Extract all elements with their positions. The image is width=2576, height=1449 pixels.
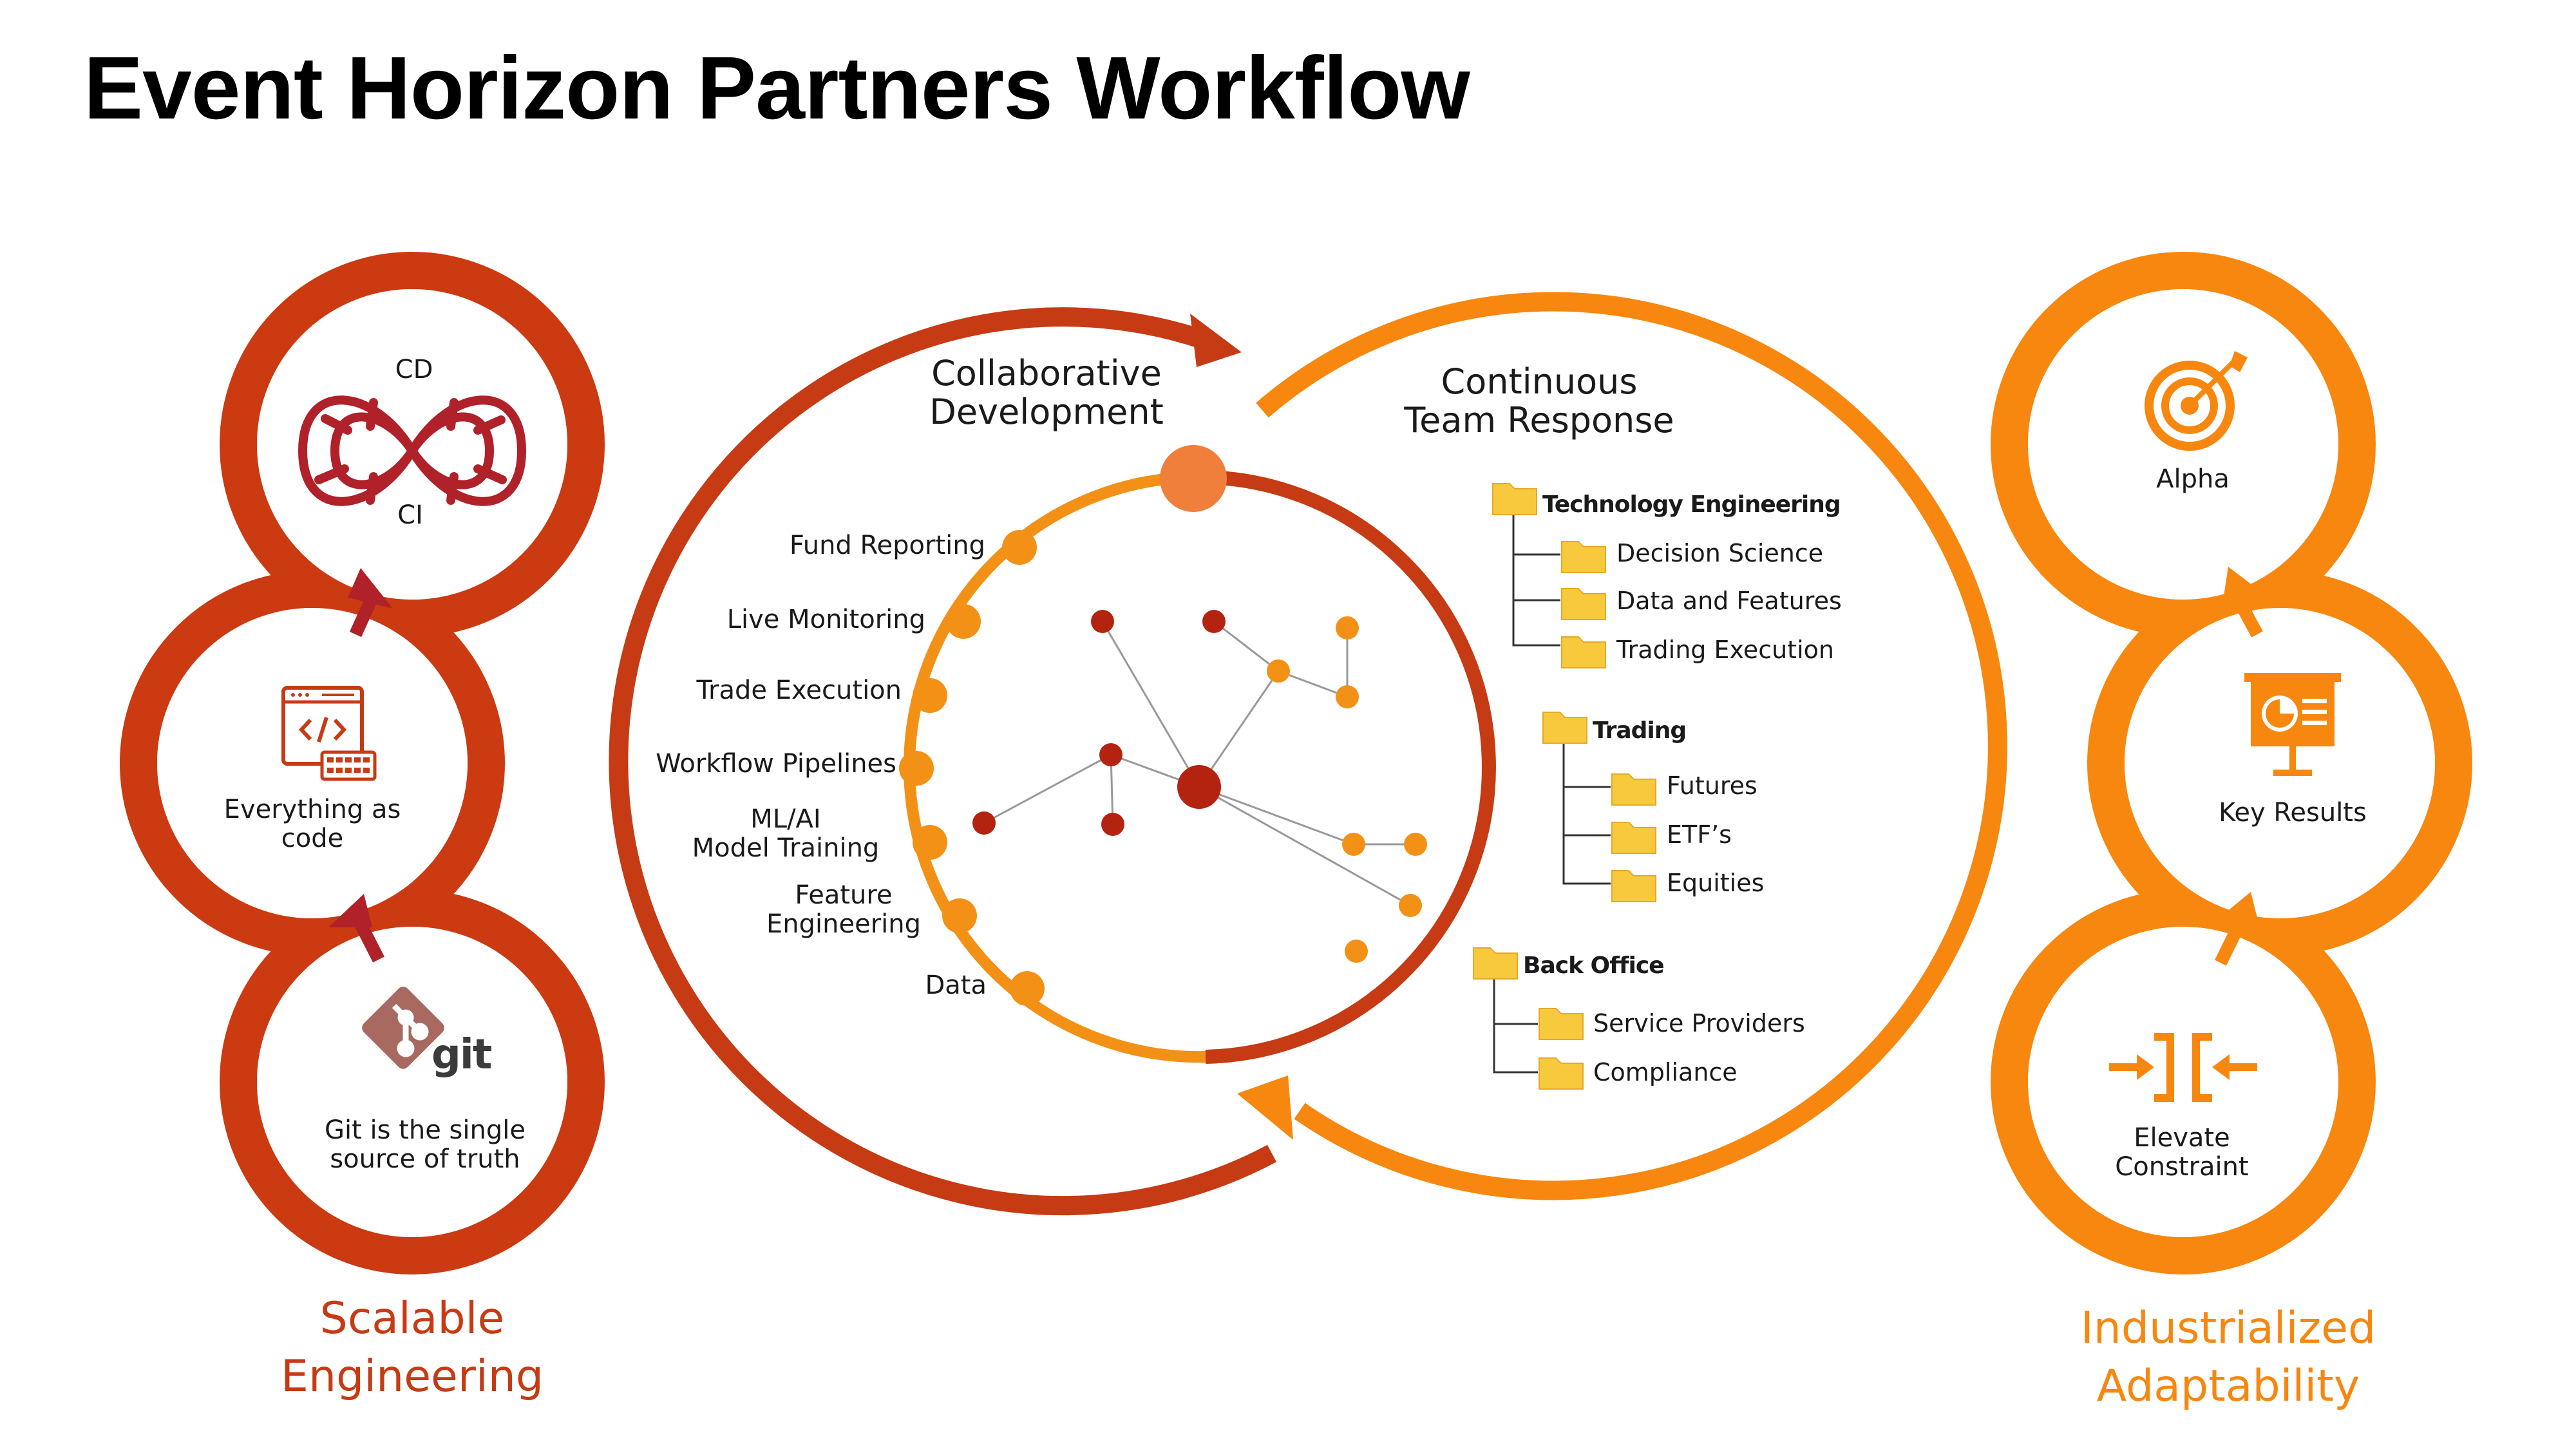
stage-dot <box>913 825 947 860</box>
stage-dot <box>913 678 947 713</box>
stage-label: Trade Execution <box>696 676 902 705</box>
up-arrow-shaft <box>2234 599 2263 638</box>
up-arrow-head <box>348 568 393 609</box>
folder-icon <box>1611 822 1656 854</box>
inner-top-node <box>1160 445 1227 512</box>
stage-dots <box>899 530 1045 1006</box>
target-icon <box>2145 351 2248 451</box>
up-arrow-head <box>2222 567 2260 609</box>
presentation-chart-icon <box>2244 673 2341 776</box>
folder-label: Trading Execution <box>1616 636 1834 664</box>
folder-icon <box>1492 483 1537 515</box>
folder-label: ETF’s <box>1667 820 1732 849</box>
folder-label-back-office: Back Office <box>1523 952 1665 979</box>
folder-icon <box>1561 541 1606 573</box>
folder-label: Data and Features <box>1616 587 1842 615</box>
folder-label-trading: Trading <box>1593 717 1687 744</box>
left-up-arrows <box>328 568 393 963</box>
network-edges <box>983 620 1416 907</box>
folder-icon <box>1542 712 1587 744</box>
git-ring <box>220 889 605 1274</box>
stage-label: Workflow Pipelines <box>656 749 896 779</box>
folder-icon <box>1539 1008 1584 1040</box>
inner-cycle <box>903 445 1497 1064</box>
page-title: Event Horizon Partners Workflow <box>84 39 1470 138</box>
alpha-label: Alpha <box>2156 464 2230 494</box>
cd-label: CD <box>395 355 433 384</box>
folder-label: Decision Science <box>1616 539 1824 567</box>
up-arrow-head <box>328 894 372 927</box>
right-ring-chain <box>1991 252 2472 1274</box>
folder-label: Service Providers <box>1593 1009 1805 1037</box>
up-arrow-shaft <box>349 596 378 638</box>
stage-dot <box>899 751 934 786</box>
elevate-constraint-label: Elevate Constraint <box>2115 1123 2249 1182</box>
stage-label: Fund Reporting <box>789 531 985 560</box>
git-logo-icon <box>362 987 444 1069</box>
folder-label-technology-engineering: Technology Engineering <box>1542 491 1841 518</box>
key-results-ring <box>2087 571 2472 956</box>
folder-icon <box>1473 947 1518 980</box>
center-cycle <box>609 292 2007 1216</box>
network-orange-nodes <box>1267 616 1427 963</box>
stage-label: Feature Engineering <box>766 880 921 939</box>
ci-label: CI <box>397 500 423 530</box>
git-label: Git is the single source of truth <box>325 1115 526 1174</box>
folder-icon <box>1561 636 1606 668</box>
stage-label: Data <box>925 971 987 1000</box>
stage-dot <box>946 604 981 639</box>
collab-arc <box>609 307 1277 1216</box>
up-arrow-head <box>2215 892 2260 931</box>
folder-label: Equities <box>1667 869 1765 897</box>
inner-red-arc <box>1192 469 1497 1064</box>
stage-dot <box>942 898 977 933</box>
network-hub-node <box>1177 765 1221 809</box>
folder-label: Compliance <box>1593 1058 1738 1086</box>
stage-dot <box>1002 530 1037 565</box>
team-arrow-head <box>1237 1075 1293 1140</box>
git-wordmark: git <box>431 1031 492 1079</box>
elevate-ring <box>1991 889 2376 1274</box>
key-results-label: Key Results <box>2219 798 2367 828</box>
folder-icon <box>1539 1057 1584 1090</box>
stage-label: Live Monitoring <box>726 605 925 634</box>
left-ring-chain <box>120 252 605 1274</box>
up-arrow-shaft <box>2215 924 2244 966</box>
network-graph <box>972 610 1427 963</box>
folder-label: Futures <box>1667 772 1757 800</box>
keyboard-icon <box>327 757 370 773</box>
constraint-icon <box>2109 1033 2257 1102</box>
industrialized-adaptability-caption: Industrialized Adaptability <box>2080 1303 2376 1412</box>
team-arc <box>1256 292 2007 1200</box>
folder-icon <box>1611 773 1656 806</box>
stage-label: ML/AI Model Training <box>692 804 880 863</box>
folder-icon <box>1561 588 1606 620</box>
folder-icon <box>1611 870 1656 902</box>
network-red-nodes <box>972 610 1226 836</box>
scalable-engineering-caption: Scalable Engineering <box>281 1293 544 1403</box>
eac-label: Everything as code <box>223 795 401 853</box>
collab-arrow-head <box>1190 314 1242 367</box>
team-response-label: Continuous Team Response <box>1404 361 1674 441</box>
up-arrow-shaft <box>355 921 384 963</box>
right-up-arrows <box>2215 567 2263 966</box>
folder-tree-lines <box>1493 513 1611 1074</box>
cicd-infinity-icon <box>298 395 527 506</box>
folder-icons <box>1473 483 1656 1090</box>
collab-dev-label: Collaborative Development <box>929 353 1164 433</box>
code-window-icon <box>281 686 377 781</box>
stage-dot <box>1010 971 1045 1006</box>
